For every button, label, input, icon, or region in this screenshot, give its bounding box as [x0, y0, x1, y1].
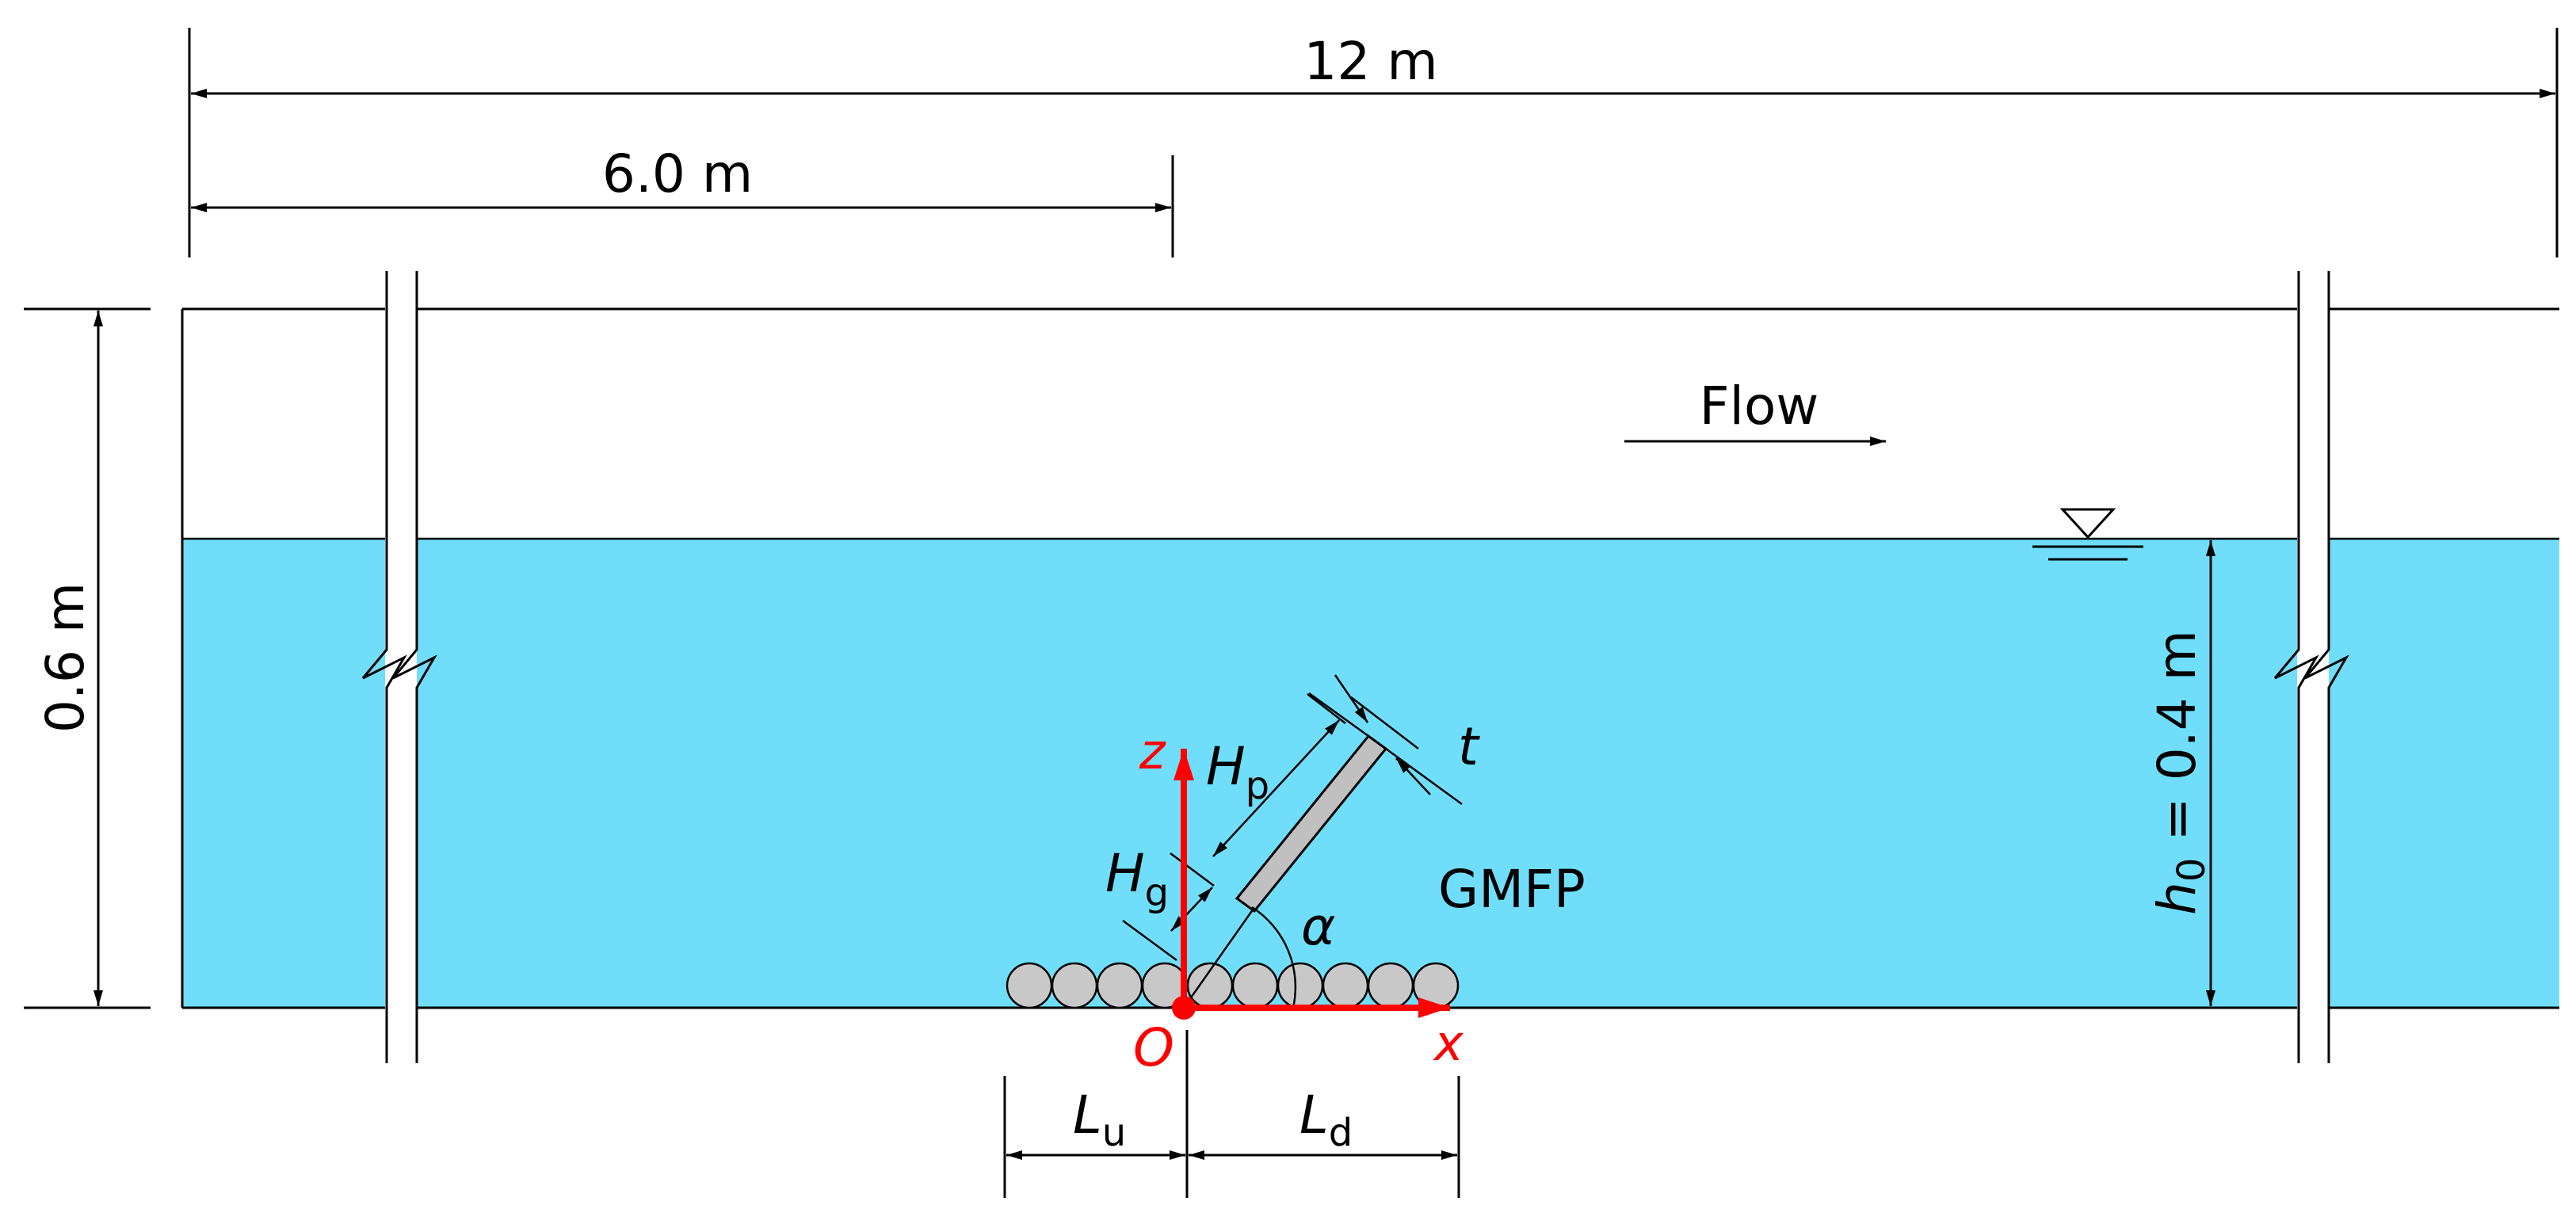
alpha-arc — [1251, 906, 1297, 1009]
pebble — [1051, 962, 1098, 1009]
x-axis-label: x — [1433, 1014, 1464, 1072]
origin-label: O — [1133, 1017, 1174, 1078]
dimension-Hp — [1170, 693, 1346, 887]
pebble — [1006, 962, 1053, 1009]
dimension-total-length — [188, 28, 2559, 257]
dimension-section-length — [191, 155, 1174, 257]
origin-point — [1172, 996, 1196, 1020]
Hg-label: Hg — [1105, 843, 1169, 915]
Ld-label: Ld — [1299, 1085, 1353, 1155]
device-label: GMFP — [1438, 859, 1586, 920]
dimension-Lu-Ld — [1003, 1030, 1460, 1198]
pebble — [1096, 962, 1143, 1009]
Hp-label: Hp — [1206, 736, 1269, 808]
water-body — [182, 539, 2559, 1008]
t-label: t — [1458, 716, 1480, 777]
water-level-triangle-icon — [2032, 508, 2143, 561]
Lu-label: Lu — [1073, 1085, 1126, 1155]
pebble — [1322, 962, 1369, 1009]
z-axis-label: z — [1139, 723, 1166, 780]
dimension-t — [1308, 674, 1463, 806]
flume-height-label: 0.6 m — [35, 582, 96, 733]
pebble — [1277, 962, 1324, 1009]
section-length-label: 6.0 m — [602, 143, 753, 204]
alpha-label: α — [1301, 896, 1336, 957]
pebble — [1231, 962, 1279, 1009]
break-symbol-icon — [2273, 261, 2349, 1063]
break-symbol-icon — [361, 261, 437, 1063]
total-length-label: 12 m — [1303, 31, 1437, 92]
flow-label: Flow — [1700, 376, 1819, 437]
plate-support-line — [1182, 906, 1257, 1009]
dimension-Hg — [1122, 887, 1213, 962]
dimension-flume-height — [24, 307, 151, 1009]
pebble — [1412, 962, 1460, 1009]
pebble-bed — [1006, 962, 1460, 1009]
water-depth-label: h0 = 0.4 m — [2147, 630, 2214, 915]
coordinate-axes — [1174, 749, 1450, 1018]
pebble — [1367, 962, 1414, 1009]
